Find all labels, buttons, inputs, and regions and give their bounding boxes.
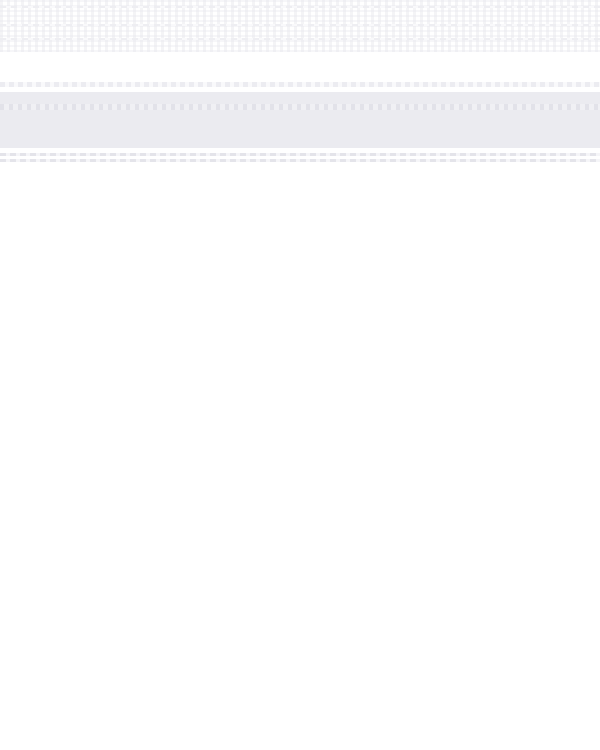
content-area bbox=[0, 170, 600, 750]
toolbar-band bbox=[0, 92, 600, 148]
divider bbox=[0, 82, 600, 87]
sub-header bbox=[0, 151, 600, 165]
sub-header-stripe bbox=[0, 153, 600, 156]
sub-header-stripe bbox=[0, 159, 600, 162]
header-texture-line bbox=[0, 38, 600, 40]
toolbar-texture bbox=[0, 104, 600, 110]
header-texture-line bbox=[0, 24, 600, 26]
header-area bbox=[0, 0, 600, 52]
header-texture-line bbox=[0, 6, 600, 8]
